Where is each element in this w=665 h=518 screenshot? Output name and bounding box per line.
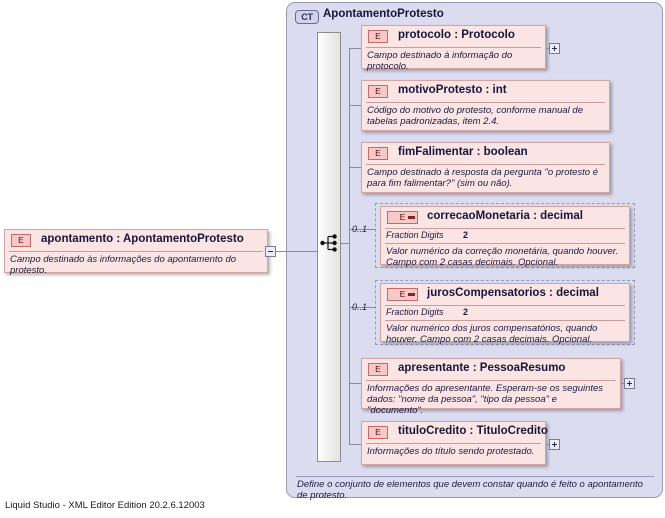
element-name: protocolo : Protocolo xyxy=(398,29,515,41)
facet-row-fraction-digits: Fraction Digits 2 xyxy=(381,306,629,320)
facet-label: Fraction Digits xyxy=(386,307,444,317)
connector-line xyxy=(276,251,317,252)
element-titulocredito[interactable]: E tituloCredito : TituloCredito Informaç… xyxy=(361,421,548,465)
element-tag-icon: E xyxy=(368,30,388,43)
divider xyxy=(385,305,625,306)
divider xyxy=(296,476,654,477)
element-header: E tituloCredito : TituloCredito xyxy=(362,422,548,443)
optional-wrapper-correcaomonetaria xyxy=(375,203,635,268)
status-bar-text: Liquid Studio - XML Editor Edition 20.2.… xyxy=(5,500,205,511)
element-description: Informações do apresentante. Esperam-se … xyxy=(367,383,604,416)
element-apresentante[interactable]: E apresentante : PessoaResumo Informaçõe… xyxy=(361,358,621,416)
restriction-dash-icon xyxy=(408,293,415,296)
sequence-icon xyxy=(320,234,342,252)
cardinality-label-correcaomonetaria: 0..1 xyxy=(352,224,368,234)
divider xyxy=(366,102,605,103)
complex-type-tag: CT xyxy=(295,10,319,24)
connector-line xyxy=(621,383,626,384)
element-tag-icon: E xyxy=(387,211,418,224)
expand-button-apresentante[interactable] xyxy=(624,378,635,389)
complex-type-title: ApontamentoProtesto xyxy=(323,8,444,20)
complex-type-description: Define o conjunto de elementos que devem… xyxy=(297,479,643,501)
facet-row-fraction-digits: Fraction Digits 2 xyxy=(381,229,629,243)
element-header: E correcaoMonetaria : decimal xyxy=(381,207,629,228)
expand-button-protocolo[interactable] xyxy=(549,43,560,54)
collapse-button-root[interactable] xyxy=(265,246,276,257)
divider xyxy=(366,380,616,381)
divider xyxy=(366,164,605,165)
connector-line xyxy=(341,243,350,244)
expand-button-titulocredito[interactable] xyxy=(549,439,560,450)
element-tag-icon: E xyxy=(368,363,388,376)
restriction-dash-icon xyxy=(408,216,415,219)
divider xyxy=(385,228,625,229)
connector-line xyxy=(546,444,551,445)
element-tag-icon: E xyxy=(368,147,388,160)
connector-branch xyxy=(349,444,361,445)
divider xyxy=(366,47,541,48)
element-header: E apresentante : PessoaResumo xyxy=(362,359,620,380)
facet-label: Fraction Digits xyxy=(386,230,444,240)
element-description: Campo destinado às informações do aponta… xyxy=(10,254,237,276)
element-description: Campo destinado à resposta da pergunta "… xyxy=(367,167,598,189)
element-correcaomonetaria[interactable]: E correcaoMonetaria : decimal Fraction D… xyxy=(380,206,630,268)
element-header: E apontamento : ApontamentoProtesto xyxy=(5,230,267,251)
cardinality-label-juroscompensatorios: 0..1 xyxy=(352,302,368,312)
element-name: tituloCredito : TituloCredito xyxy=(398,425,548,437)
connector-branch xyxy=(349,105,361,106)
connector-line xyxy=(546,48,551,49)
element-name: jurosCompensatorios : decimal xyxy=(427,287,599,299)
divider xyxy=(9,251,263,252)
element-description: Valor numérico dos juros compensatórios,… xyxy=(386,323,598,345)
element-description: Informações do título sendo protestado. xyxy=(367,446,535,457)
element-header: E protocolo : Protocolo xyxy=(362,26,545,47)
connector-branch xyxy=(349,167,361,168)
element-header: E jurosCompensatorios : decimal xyxy=(381,284,629,305)
element-name: apontamento : ApontamentoProtesto xyxy=(41,233,244,245)
connector-branch xyxy=(349,229,375,230)
element-description: Campo destinado à informação do protocol… xyxy=(367,50,513,72)
element-tag-icon: E xyxy=(368,85,388,98)
element-tag-icon: E xyxy=(11,234,31,247)
element-fimfalimentar[interactable]: E fimFalimentar : boolean Campo destinad… xyxy=(361,142,610,193)
element-description: Valor numérico da correção monetária, qu… xyxy=(386,246,619,268)
element-name: motivoProtesto : int xyxy=(398,84,507,96)
element-tag-icon: E xyxy=(368,426,388,439)
element-motivoprotesto[interactable]: E motivoProtesto : int Código do motivo … xyxy=(361,80,610,131)
connector-branch xyxy=(349,307,375,308)
divider xyxy=(385,320,625,321)
element-name: correcaoMonetaria : decimal xyxy=(427,210,583,222)
element-tag-icon: E xyxy=(387,288,418,301)
element-description: Código do motivo do protesto, conforme m… xyxy=(367,105,583,127)
element-name: fimFalimentar : boolean xyxy=(398,146,528,158)
root-element-apontamento[interactable]: E apontamento : ApontamentoProtesto Camp… xyxy=(4,229,268,276)
connector-branch xyxy=(349,48,361,49)
element-name: apresentante : PessoaResumo xyxy=(398,362,566,374)
element-juroscompensatorios[interactable]: E jurosCompensatorios : decimal Fraction… xyxy=(380,283,630,345)
sequence-compositor-bar[interactable] xyxy=(317,32,341,462)
element-header: E motivoProtesto : int xyxy=(362,81,609,102)
connector-branch xyxy=(349,383,361,384)
divider xyxy=(385,243,625,244)
element-header: E fimFalimentar : boolean xyxy=(362,143,609,164)
optional-wrapper-juroscompensatorios xyxy=(375,280,635,345)
facet-value: 2 xyxy=(463,307,469,317)
facet-value: 2 xyxy=(463,230,469,240)
connector-trunk xyxy=(349,48,350,444)
element-protocolo[interactable]: E protocolo : Protocolo Campo destinado … xyxy=(361,25,546,72)
divider xyxy=(366,443,541,444)
